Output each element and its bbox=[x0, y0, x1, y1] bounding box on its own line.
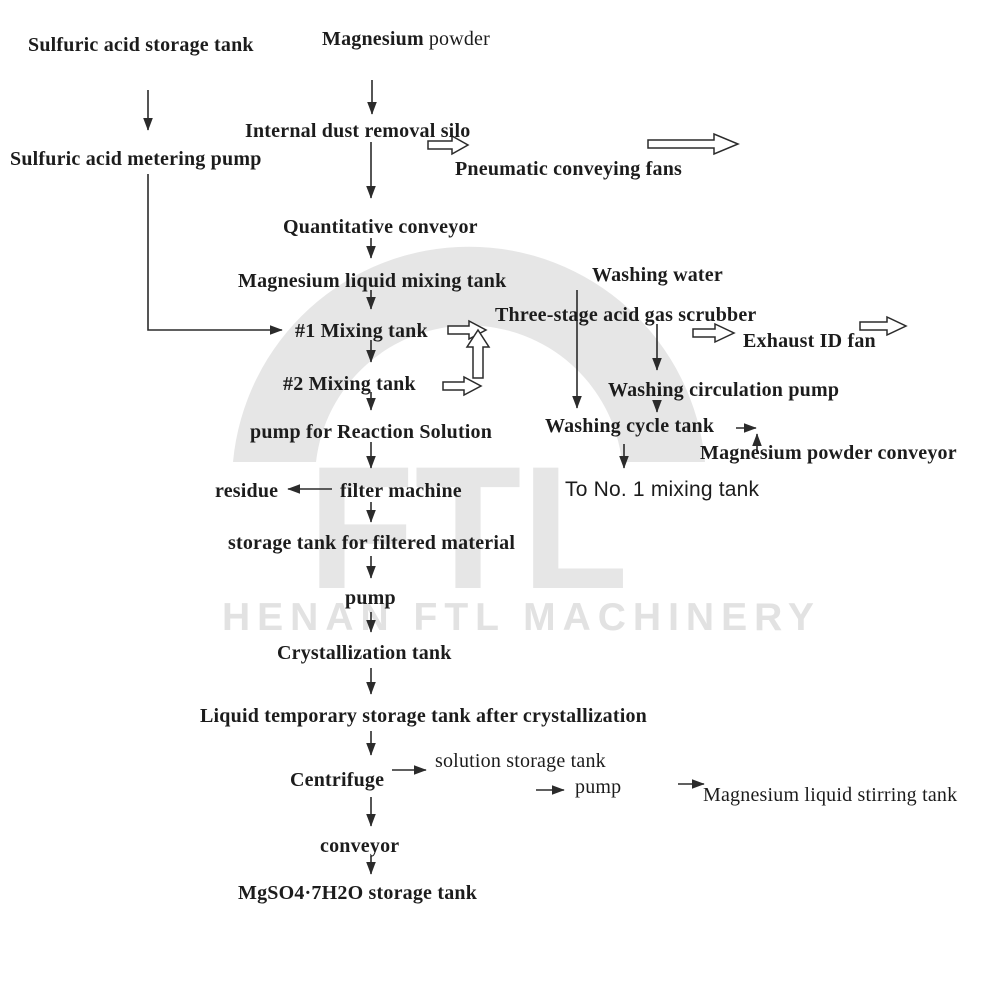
node-solution-storage-tank: solution storage tank bbox=[435, 750, 606, 772]
node-storage-tank-for-filtered-material: storage tank for filtered material bbox=[228, 532, 516, 554]
node-to-no1-mixing-tank: To No. 1 mixing tank bbox=[565, 478, 760, 501]
node-mgso4-storage-tank: MgSO4·7H2O storage tank bbox=[238, 882, 478, 904]
node-magnesium-powder-strong: Magnesium bbox=[322, 28, 424, 50]
solid-arrows bbox=[143, 80, 762, 875]
node-magnesium-liquid-mixing-tank: Magnesium liquid mixing tank bbox=[238, 270, 507, 292]
node-pneumatic-conveying-fans: Pneumatic conveying fans bbox=[455, 158, 683, 180]
watermark-company-text: HENAN FTL MACHINERY bbox=[222, 596, 821, 639]
node-magnesium-powder-conveyor: Magnesium powder conveyor bbox=[700, 442, 957, 464]
node-crystallization-tank: Crystallization tank bbox=[277, 642, 452, 664]
node-pump-for-reaction-solution: pump for Reaction Solution bbox=[250, 421, 493, 443]
node-washing-water: Washing water bbox=[592, 264, 723, 286]
logo-arc bbox=[233, 246, 705, 462]
node-mixing-tank-2: #2 Mixing tank bbox=[283, 373, 416, 395]
node-centrifuge: Centrifuge bbox=[290, 769, 385, 791]
node-quantitative-conveyor: Quantitative conveyor bbox=[283, 216, 478, 238]
node-three-stage-acid-gas-scrubber: Three-stage acid gas scrubber bbox=[495, 304, 757, 326]
hollow-arrows bbox=[427, 132, 908, 397]
node-filter-machine: filter machine bbox=[340, 480, 462, 502]
node-liquid-temp-storage-tank: Liquid temporary storage tank after crys… bbox=[200, 705, 647, 727]
node-washing-circulation-pump: Washing circulation pump bbox=[608, 379, 840, 401]
node-pump-mid: pump bbox=[345, 587, 396, 609]
node-internal-dust-removal-silo: Internal dust removal silo bbox=[245, 120, 471, 142]
node-conveyor: conveyor bbox=[320, 835, 400, 857]
node-sulfuric-acid-storage-tank: Sulfuric acid storage tank bbox=[28, 34, 254, 56]
node-sulfuric-acid-metering-pump: Sulfuric acid metering pump bbox=[10, 148, 262, 170]
node-exhaust-id-fan: Exhaust ID fan bbox=[743, 330, 876, 352]
node-pump-solution: pump bbox=[575, 776, 622, 798]
logo-letters: FTL bbox=[308, 431, 629, 626]
node-residue: residue bbox=[215, 480, 279, 502]
node-washing-cycle-tank: Washing cycle tank bbox=[545, 415, 715, 437]
node-magnesium-powder-normal: powder bbox=[428, 28, 490, 50]
node-mixing-tank-1: #1 Mixing tank bbox=[295, 320, 428, 342]
node-magnesium-liquid-stirring-tank: Magnesium liquid stirring tank bbox=[703, 784, 958, 806]
